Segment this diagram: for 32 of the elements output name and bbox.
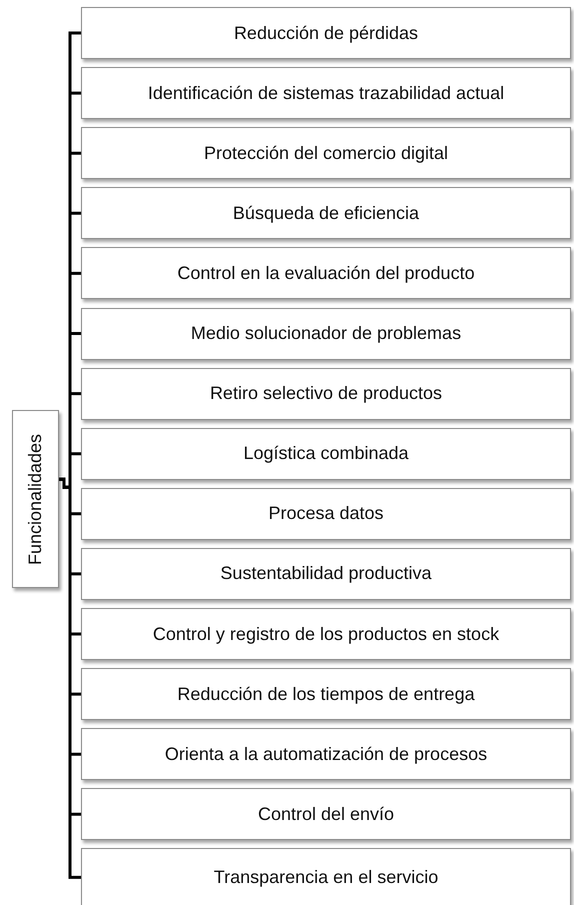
category-label: Funcionalidades [25,433,46,565]
item-box [81,7,571,59]
item-label: Búsqueda de eficiencia [232,202,420,224]
item-label: Control y registro de los productos en stock [152,624,500,644]
item-label: Reducción de los tiempos de entrega [177,684,475,705]
item-label: Control del envío [258,804,394,825]
item-label: Transparencia en el servicio [214,866,438,888]
item-label: Control en la evaluación del producto [177,262,475,284]
item-box [81,488,571,540]
item-label: Orienta a la automatización de procesos [164,744,488,765]
item-box [81,728,571,780]
item-box [81,668,571,720]
item-box [81,308,571,360]
item-box [81,548,571,600]
item-box [81,67,571,120]
item-box [81,608,571,660]
category-box [12,410,59,588]
item-box [81,848,571,905]
item-label: Retiro selectivo de productos [210,383,442,404]
item-label: Logística combinada [243,443,409,464]
item-label: Identificación de sistemas trazabilidad actual [148,82,504,104]
item-label: Medio solucionador de problemas [190,323,462,344]
item-label: Procesa datos [268,503,384,524]
item-label: Sustentabilidad productiva [220,563,432,584]
item-label: Protección del comercio digital [204,142,448,164]
item-box [81,127,571,180]
item-box [81,247,571,300]
item-box [81,368,571,420]
item-box [81,788,571,840]
item-box [81,428,571,480]
item-box [81,187,571,240]
item-label: Reducción de pérdidas [234,22,418,44]
